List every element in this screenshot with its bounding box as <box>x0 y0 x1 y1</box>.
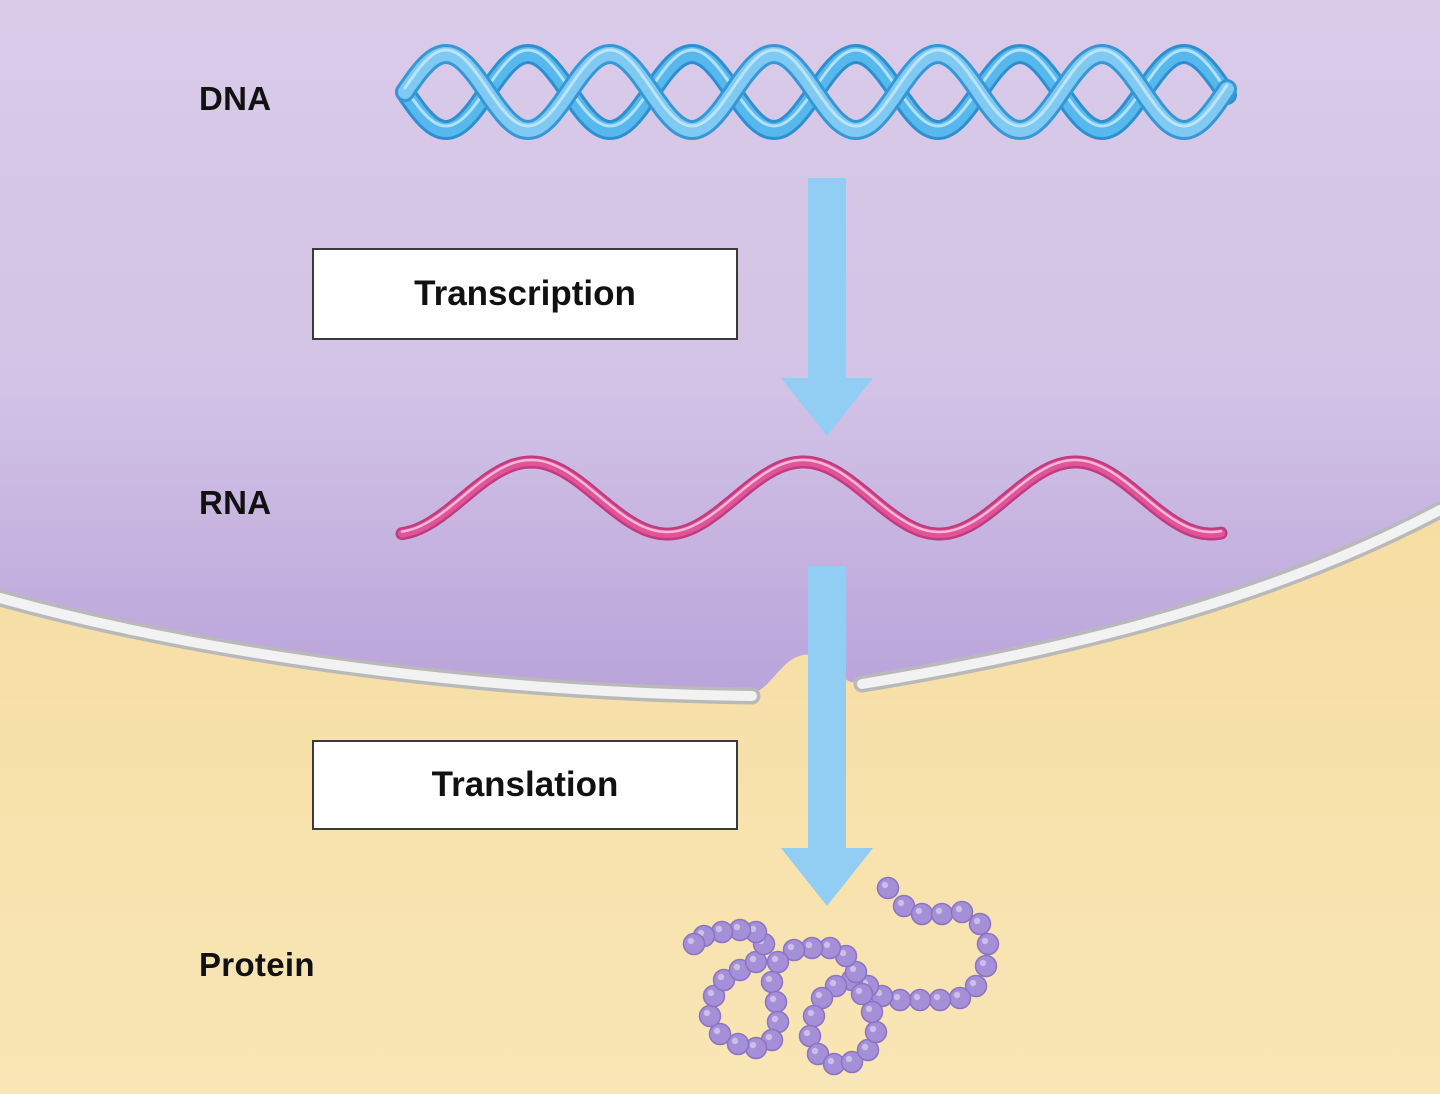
protein-bead-highlight <box>803 1029 811 1037</box>
protein-bead-highlight <box>933 993 941 1001</box>
dna-double-helix-icon <box>395 43 1237 141</box>
protein-bead <box>682 932 706 956</box>
translation-label: Translation <box>431 765 619 804</box>
protein-bead <box>850 982 874 1006</box>
protein-bead-highlight <box>973 917 981 925</box>
protein-bead-highlight <box>845 1055 853 1063</box>
protein-bead <box>930 902 954 926</box>
dna-label: DNA <box>199 80 272 117</box>
nuclear-envelope-left-highlight <box>0 593 757 701</box>
translation-box: Translation <box>312 740 738 830</box>
protein-bead-highlight <box>749 1041 757 1049</box>
protein-bead-highlight <box>915 907 923 915</box>
protein-bead-highlight <box>893 993 901 1001</box>
protein-bead-highlight <box>733 963 741 971</box>
nucleus <box>0 0 1440 693</box>
protein-bead-highlight <box>953 991 961 999</box>
protein-bead-highlight <box>771 1015 779 1023</box>
protein-bead <box>760 970 784 994</box>
protein-bead-highlight <box>823 941 831 949</box>
protein-bead-highlight <box>849 965 857 973</box>
protein-bead-highlight <box>829 979 837 987</box>
protein-bead-highlight <box>969 979 977 987</box>
protein-bead <box>764 990 788 1014</box>
protein-bead <box>698 1004 722 1028</box>
protein-bead-highlight <box>839 949 847 957</box>
protein-bead-highlight <box>897 899 905 907</box>
protein-bead-highlight <box>979 959 987 967</box>
rna-strand <box>398 457 1225 539</box>
protein-bead <box>950 900 974 924</box>
protein-bead <box>908 988 932 1012</box>
protein-bead <box>928 988 952 1012</box>
protein-bead-highlight <box>787 943 795 951</box>
protein-bead-highlight <box>811 1047 819 1055</box>
rna-single-strand-icon <box>395 455 1228 541</box>
protein-bead-highlight <box>765 975 773 983</box>
protein-bead-highlight <box>805 941 813 949</box>
protein-bead-highlight <box>713 1027 721 1035</box>
rna-strand-highlight <box>400 458 1223 534</box>
protein-bead-highlight <box>731 1037 739 1045</box>
protein-bead-highlight <box>815 991 823 999</box>
protein-chain-icon <box>682 876 1000 1076</box>
protein-bead-highlight <box>865 1005 873 1013</box>
protein-bead-highlight <box>855 987 863 995</box>
protein-bead <box>910 902 934 926</box>
protein-bead-highlight <box>717 973 725 981</box>
protein-bead <box>864 1020 888 1044</box>
protein-bead <box>948 986 972 1010</box>
protein-bead-highlight <box>765 1033 773 1041</box>
protein-bead <box>876 876 900 900</box>
rna-label: RNA <box>199 484 272 521</box>
arrow-down-icon <box>781 566 873 906</box>
protein-bead-highlight <box>733 923 741 931</box>
protein-bead-highlight <box>881 881 889 889</box>
protein-bead <box>802 1004 826 1028</box>
protein-bead-highlight <box>769 995 777 1003</box>
protein-bead <box>968 912 992 936</box>
dna-strand-highlight <box>403 48 1229 128</box>
protein-bead-highlight <box>771 955 779 963</box>
protein-bead-highlight <box>869 1025 877 1033</box>
protein-bead <box>766 950 790 974</box>
dna-strand <box>398 46 1234 138</box>
protein-bead-highlight <box>687 937 695 945</box>
protein-bead-highlight <box>861 1043 869 1051</box>
protein-bead-highlight <box>707 989 715 997</box>
protein-label: Protein <box>199 946 315 983</box>
protein-bead-highlight <box>807 1009 815 1017</box>
nuclear-envelope-right-highlight <box>857 505 1440 689</box>
protein-bead <box>974 954 998 978</box>
protein-bead-highlight <box>955 905 963 913</box>
protein-bead-highlight <box>913 993 921 1001</box>
transcription-box: Transcription <box>312 248 738 340</box>
protein-bead-highlight <box>935 907 943 915</box>
transcription-label: Transcription <box>414 274 636 313</box>
protein-bead-highlight <box>981 937 989 945</box>
arrow-down-icon <box>781 178 873 436</box>
protein-bead-highlight <box>715 925 723 933</box>
protein-bead-highlight <box>749 925 757 933</box>
protein-bead-highlight <box>827 1057 835 1065</box>
protein-bead-highlight <box>749 955 757 963</box>
protein-bead-highlight <box>703 1009 711 1017</box>
protein-bead <box>976 932 1000 956</box>
